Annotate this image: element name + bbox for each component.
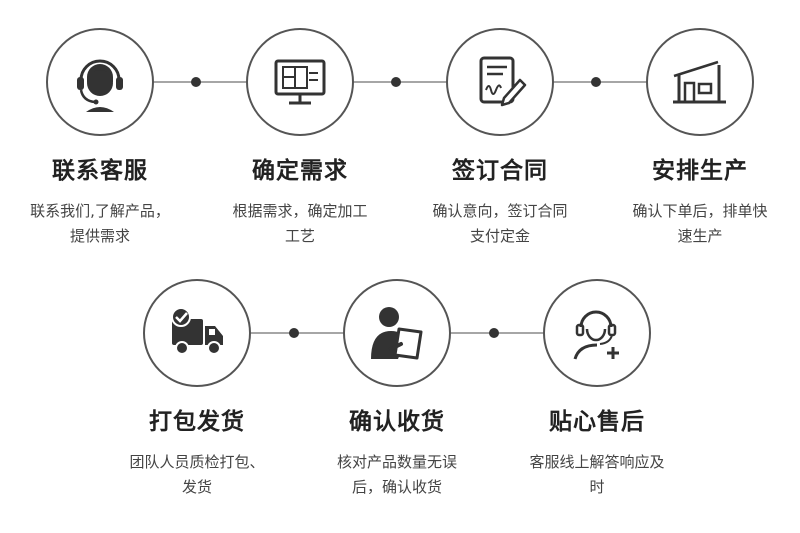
step-circle xyxy=(343,279,451,387)
step-description: 确认下单后，排单快速生产 xyxy=(632,202,768,245)
step-title: 安排生产 xyxy=(652,158,748,184)
monitor-blueprint-icon xyxy=(274,59,326,105)
connector-dot xyxy=(391,77,401,87)
connector-dot xyxy=(289,328,299,338)
step-title: 确认收货 xyxy=(349,409,445,435)
step-title: 联系客服 xyxy=(52,158,148,184)
step-description: 确认意向，签订合同支付定金 xyxy=(432,202,568,245)
connector-dot xyxy=(191,77,201,87)
person-check-icon xyxy=(371,307,423,360)
step-contact-service: 联系客服 联系我们,了解产品，提供需求 xyxy=(15,28,185,249)
step-confirm-requirements: 确定需求 根据需求，确定加工工艺 xyxy=(215,28,385,249)
connector-dot xyxy=(489,328,499,338)
step-after-sales: 贴心售后 客服线上解答响应及时 xyxy=(512,279,682,500)
step-title: 打包发货 xyxy=(149,409,245,435)
delivery-truck-icon xyxy=(171,307,223,355)
step-circle xyxy=(46,28,154,136)
step-confirm-receipt: 确认收货 核对产品数量无误后，确认收货 xyxy=(312,279,482,500)
support-agent-icon xyxy=(573,310,619,360)
step-sign-contract: 签订合同 确认意向，签订合同支付定金 xyxy=(415,28,585,249)
step-circle xyxy=(143,279,251,387)
step-description: 团队人员质检打包、发货 xyxy=(129,453,265,496)
step-description: 核对产品数量无误后，确认收货 xyxy=(336,453,457,496)
step-circle xyxy=(246,28,354,136)
contract-sign-icon xyxy=(479,56,527,107)
connector-dot xyxy=(591,77,601,87)
step-title: 贴心售后 xyxy=(549,409,645,435)
factory-icon xyxy=(673,60,726,104)
step-title: 签订合同 xyxy=(452,158,548,184)
step-circle xyxy=(446,28,554,136)
step-circle xyxy=(646,28,754,136)
step-description: 联系我们,了解产品，提供需求 xyxy=(30,202,170,245)
headset-icon xyxy=(77,59,123,112)
step-circle xyxy=(543,279,651,387)
step-pack-ship: 打包发货 团队人员质检打包、发货 xyxy=(112,279,282,500)
step-description: 根据需求，确定加工工艺 xyxy=(232,202,368,245)
step-description: 客服线上解答响应及时 xyxy=(529,453,665,496)
step-title: 确定需求 xyxy=(252,158,348,184)
step-arrange-production: 安排生产 确认下单后，排单快速生产 xyxy=(615,28,785,249)
